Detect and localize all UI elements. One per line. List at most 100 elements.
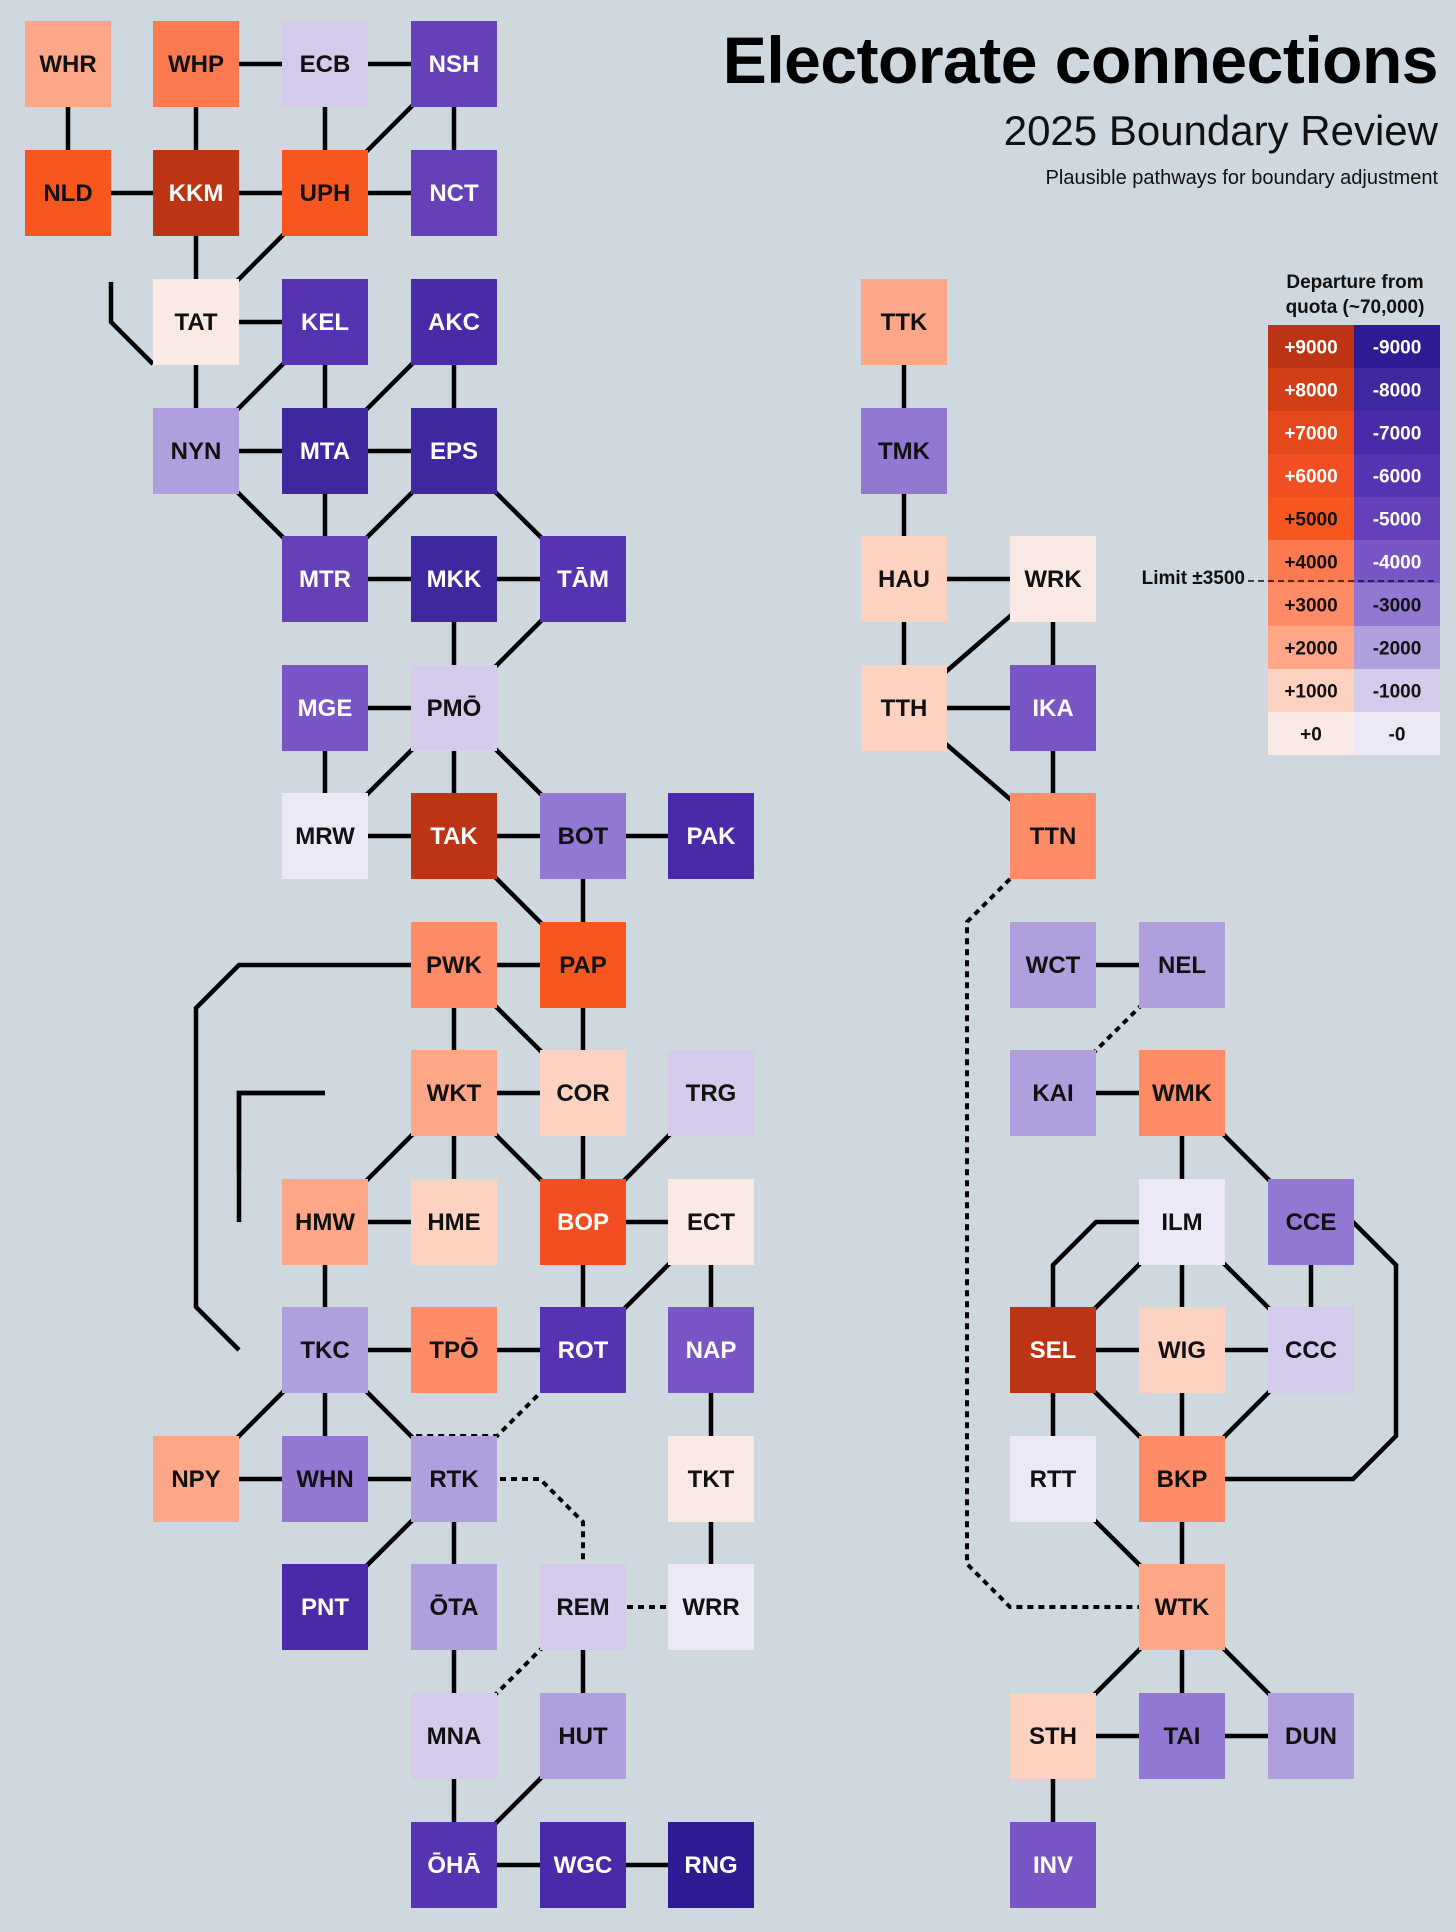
electorate-label: WCT	[1026, 952, 1081, 979]
electorate-label: TAI	[1164, 1723, 1201, 1750]
electorate-node-trg: TRG	[668, 1050, 754, 1136]
electorate-label: WGC	[554, 1852, 613, 1879]
electorate-label: NSH	[429, 51, 480, 78]
electorate-box	[411, 922, 497, 1008]
header: Electorate connections 2025 Boundary Rev…	[658, 22, 1439, 192]
electorate-box	[1010, 1050, 1096, 1136]
electorate-box	[668, 1179, 754, 1265]
electorate-box	[1268, 1307, 1354, 1393]
electorate-node-wgc: WGC	[540, 1822, 626, 1908]
electorate-label: WHN	[296, 1466, 353, 1493]
electorate-label: ILM	[1161, 1209, 1202, 1236]
legend-swatch-negative	[1354, 712, 1440, 755]
electorate-node-tkt: TKT	[668, 1436, 754, 1522]
electorate-box	[282, 1179, 368, 1265]
electorate-label: MGE	[298, 695, 353, 722]
electorate-label: HAU	[878, 566, 930, 593]
electorate-node-tat: TAT	[153, 279, 239, 365]
electorate-label: TMK	[878, 438, 931, 465]
electorate-node-whr: WHR	[25, 21, 111, 107]
electorate-node-nct: NCT	[411, 150, 497, 236]
electorate-box	[282, 408, 368, 494]
electorate-label: ECB	[300, 51, 351, 78]
electorate-box	[153, 150, 239, 236]
electorate-box	[668, 1564, 754, 1650]
legend-swatch-positive	[1268, 712, 1354, 755]
electorate-node-uph: UPH	[282, 150, 368, 236]
electorate-label: MRW	[295, 823, 355, 850]
electorate-label: CCE	[1286, 1209, 1337, 1236]
legend-swatch-positive	[1268, 626, 1354, 669]
electorate-box	[1268, 1693, 1354, 1779]
electorate-box	[1010, 1693, 1096, 1779]
route-tpo-nap	[366, 1391, 542, 1438]
legend-label-negative: -8000	[1373, 381, 1422, 402]
electorate-box	[540, 793, 626, 879]
legend-label-positive: +1000	[1284, 682, 1337, 703]
legend-swatch-positive	[1268, 454, 1354, 497]
legend-label-positive: +0	[1300, 725, 1322, 746]
electorate-label: ECT	[687, 1209, 735, 1236]
electorate-box	[153, 21, 239, 107]
electorate-box	[540, 536, 626, 622]
electorate-box	[540, 1693, 626, 1779]
route-nld-nyn	[108, 282, 155, 366]
electorate-label: MTA	[300, 438, 350, 465]
electorate-label: PAP	[559, 952, 607, 979]
electorate-label: SEL	[1030, 1337, 1077, 1364]
electorate-box	[282, 1436, 368, 1522]
electorate-node-sel: SEL	[1010, 1307, 1096, 1393]
electorate-node-hme: HME	[411, 1179, 497, 1265]
electorate-node-rtk: RTK	[411, 1436, 497, 1522]
electorate-label: DUN	[1285, 1723, 1337, 1750]
electorate-box	[282, 279, 368, 365]
electorate-node-hau: HAU	[861, 536, 947, 622]
page-title: Electorate connections	[722, 23, 1439, 97]
electorate-node-ttk: TTK	[861, 279, 947, 365]
electorate-label: REM	[556, 1594, 609, 1621]
electorate-node-ccc: CCC	[1268, 1307, 1354, 1393]
electorate-box	[411, 279, 497, 365]
electorate-box	[1010, 1436, 1096, 1522]
electorate-box	[1139, 1050, 1225, 1136]
legend-label-negative: -3000	[1373, 596, 1422, 617]
legend-label-negative: -2000	[1373, 639, 1422, 660]
electorate-node-kel: KEL	[282, 279, 368, 365]
electorate-box	[282, 665, 368, 751]
legend-label-positive: +3000	[1284, 596, 1337, 617]
electorate-box	[540, 922, 626, 1008]
electorate-node-cce: CCE	[1268, 1179, 1354, 1265]
electorate-box	[861, 665, 947, 751]
electorate-label: TKT	[688, 1466, 735, 1493]
legend-label-positive: +6000	[1284, 467, 1337, 488]
electorate-box	[540, 1179, 626, 1265]
electorate-box	[540, 1050, 626, 1136]
legend-swatch-positive	[1268, 411, 1354, 454]
electorate-label: KKM	[169, 180, 224, 207]
electorate-node-tai: TAI	[1139, 1693, 1225, 1779]
electorate-label: AKC	[428, 309, 480, 336]
quota-legend: +9000+8000+7000+6000+5000+4000+3000+2000…	[1248, 325, 1440, 755]
electorate-node-wrr: WRR	[668, 1564, 754, 1650]
electorate-label: BKP	[1157, 1466, 1208, 1493]
electorate-box	[411, 1436, 497, 1522]
electorate-label: ŌHĀ	[427, 1852, 480, 1879]
electorate-label: TRG	[686, 1080, 737, 1107]
electorate-box	[411, 150, 497, 236]
electorate-label: WMK	[1152, 1080, 1213, 1107]
electorate-node-whp: WHP	[153, 21, 239, 107]
electorate-node-pmō: PMŌ	[411, 665, 497, 751]
legend-label-negative: -7000	[1373, 424, 1422, 445]
route-pwk-tkc	[193, 962, 411, 1352]
electorate-node-ttn: TTN	[1010, 793, 1096, 879]
electorate-node-sth: STH	[1010, 1693, 1096, 1779]
electorate-node-ilm: ILM	[1139, 1179, 1225, 1265]
electorate-label: HUT	[558, 1723, 608, 1750]
legend-swatch-negative	[1354, 497, 1440, 540]
electorate-node-hut: HUT	[540, 1693, 626, 1779]
legend-title-line2: quota (~70,000)	[1285, 297, 1425, 318]
electorate-label: TTH	[881, 695, 928, 722]
electorate-node-mrw: MRW	[282, 793, 368, 879]
electorate-box	[861, 279, 947, 365]
